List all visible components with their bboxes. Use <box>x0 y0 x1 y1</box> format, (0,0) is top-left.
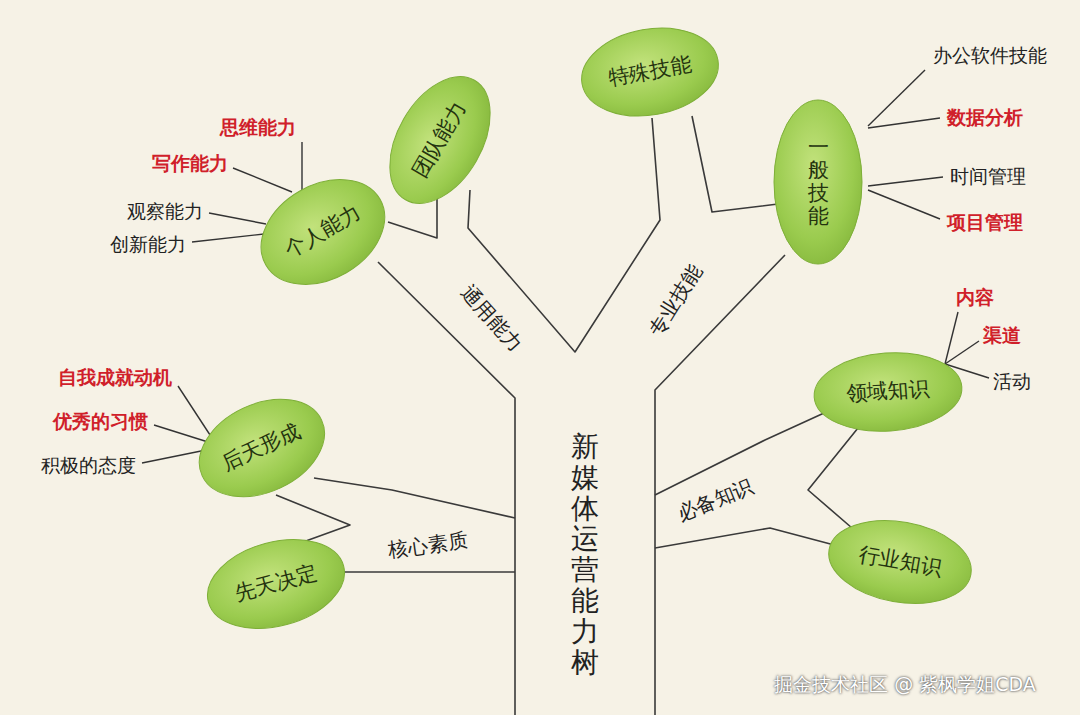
leaf-label: 写作能力 <box>152 152 228 175</box>
branch-label: 专业技能 <box>644 260 707 341</box>
leaf-label: 内容 <box>956 286 994 309</box>
leaf-shape <box>242 158 403 305</box>
branch-label: 通用能力 <box>456 280 527 356</box>
trunk-title: 新媒体运营能力树 <box>571 432 599 678</box>
leader-line <box>868 70 925 126</box>
leaf-shape <box>184 380 341 515</box>
leader-line <box>209 213 266 224</box>
tree-branch <box>692 116 778 212</box>
leaf-label: 创新能力 <box>110 233 186 256</box>
leaf-label: 优秀的习惯 <box>53 410 148 433</box>
ability-ellipse: 一般技能 <box>773 99 863 265</box>
leader-line <box>868 118 940 128</box>
leader-line <box>233 168 292 192</box>
ability-ellipse: 领域知识 <box>810 347 965 437</box>
watermark: 掘金技术社区 @ 紫枫学姐CDA <box>774 673 1036 696</box>
ability-ellipse: 团队能力 <box>368 58 512 222</box>
leader-line <box>142 450 206 463</box>
branch-label: 核心素质 <box>387 528 470 563</box>
node-label: 一般技能 <box>808 136 829 228</box>
tree-branch <box>655 528 838 548</box>
leaf-shape <box>369 59 511 221</box>
leader-line <box>945 341 979 364</box>
leaf-shape <box>822 510 978 614</box>
leaf-shape <box>774 100 862 264</box>
ability-ellipse: 个人能力 <box>241 157 405 307</box>
ability-ellipse: 后天形成 <box>182 379 341 517</box>
ability-ellipse: 先天决定 <box>196 524 355 644</box>
leaf-shape <box>575 18 726 127</box>
leader-line <box>178 386 212 438</box>
leaf-shape <box>198 525 355 642</box>
leader-line <box>301 142 302 190</box>
leader-line <box>868 177 943 186</box>
ability-ellipse: 特殊技能 <box>573 17 726 128</box>
leaf-label: 办公软件技能 <box>933 44 1047 67</box>
leaf-label: 积极的态度 <box>41 454 136 477</box>
leader-line <box>868 190 940 219</box>
branch-label: 必备知识 <box>673 474 756 526</box>
tree-branch <box>276 495 350 546</box>
leaf-label: 自我成就动机 <box>58 366 172 389</box>
ability-ellipse: 行业知识 <box>821 509 979 615</box>
leaf-label: 项目管理 <box>947 211 1023 234</box>
leaf-shape <box>811 348 964 436</box>
tree-branch <box>808 428 858 528</box>
leader-line <box>154 425 208 442</box>
leaf-label: 渠道 <box>983 324 1021 347</box>
leaf-label: 时间管理 <box>950 165 1026 188</box>
leaf-label: 观察能力 <box>127 200 203 223</box>
leaf-label: 数据分析 <box>947 106 1023 129</box>
tree-branch <box>338 571 515 573</box>
leaf-label: 活动 <box>993 370 1031 393</box>
leaf-label: 思维能力 <box>220 116 296 139</box>
tree-branch <box>314 478 515 518</box>
leader-line <box>192 234 264 242</box>
